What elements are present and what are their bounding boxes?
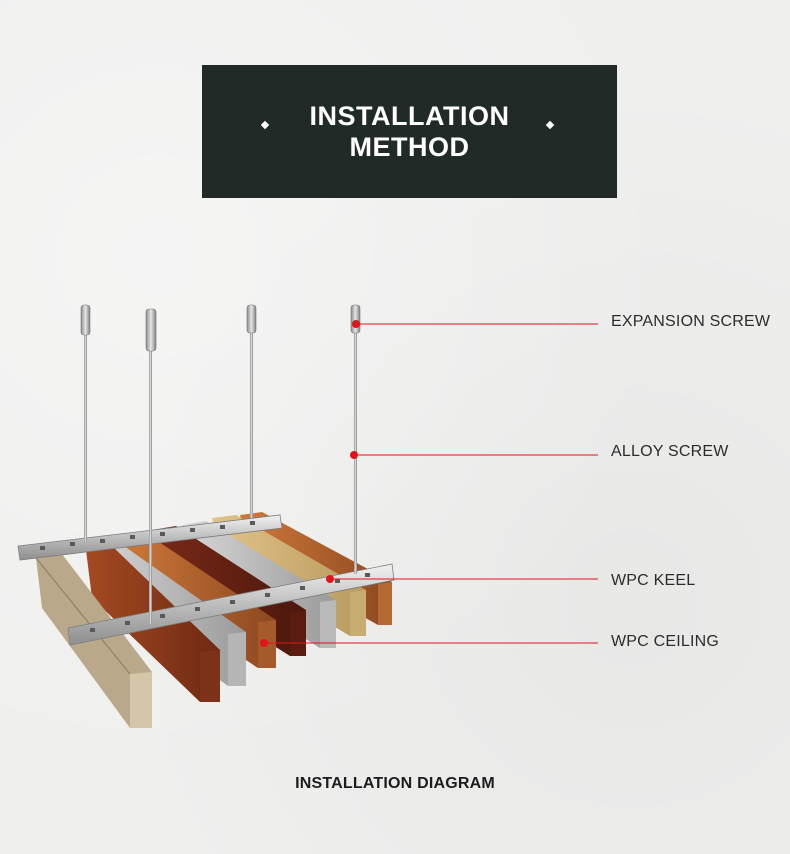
diagram-caption: INSTALLATION DIAGRAM [295,775,495,792]
strip-1 [35,554,152,728]
title-banner: INSTALLATION METHOD [202,65,617,198]
callout-wpc-keel: WPC KEEL [611,572,696,589]
callout-wpc-ceiling: WPC CEILING [611,633,719,650]
wpc-ceiling-strips [35,512,392,728]
callout-lines [260,320,598,647]
page-title: INSTALLATION METHOD [310,101,510,163]
expansion-screws [80,304,361,352]
callout-expansion-screw: EXPANSION SCREW [611,313,771,330]
callout-alloy-screw: ALLOY SCREW [611,443,729,460]
title-line-2: METHOD [349,131,470,162]
title-line-1: INSTALLATION [309,100,510,131]
